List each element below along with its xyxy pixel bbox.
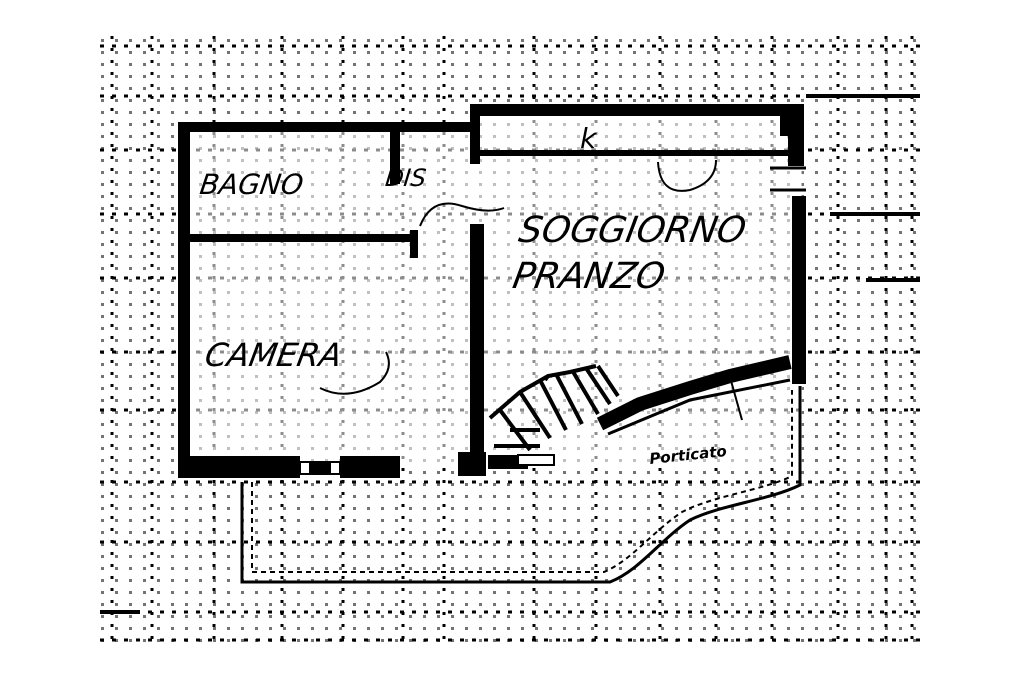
- room-label-soggiorno: SOGGIORNO: [516, 208, 750, 251]
- wall-bottom-mid: [340, 456, 400, 478]
- room-label-camera: CAMERA: [202, 336, 345, 374]
- wall-left: [178, 122, 190, 477]
- staircase: [488, 364, 620, 452]
- room-label-bagno: BAGNO: [198, 168, 306, 201]
- wall-bottom-left: [178, 456, 300, 478]
- door-swings: [319, 159, 806, 421]
- windows: [299, 454, 555, 475]
- room-label-k: k: [580, 122, 598, 155]
- wall-top-right: [470, 104, 804, 116]
- terrace-outline: [240, 355, 802, 584]
- room-label-pranzo: PRANZO: [510, 254, 669, 297]
- building-interior: [184, 112, 802, 466]
- wall-top-left: [178, 122, 478, 132]
- wall-right-lower: [792, 196, 806, 384]
- wall-soggiorno-left: [470, 224, 484, 474]
- walls: [178, 104, 806, 478]
- wall-bagno-dis: [390, 128, 400, 184]
- wall-bagno-camera: [184, 234, 416, 242]
- wall-kitchen-counter: [480, 150, 790, 156]
- room-label-dis: DIS: [384, 164, 428, 192]
